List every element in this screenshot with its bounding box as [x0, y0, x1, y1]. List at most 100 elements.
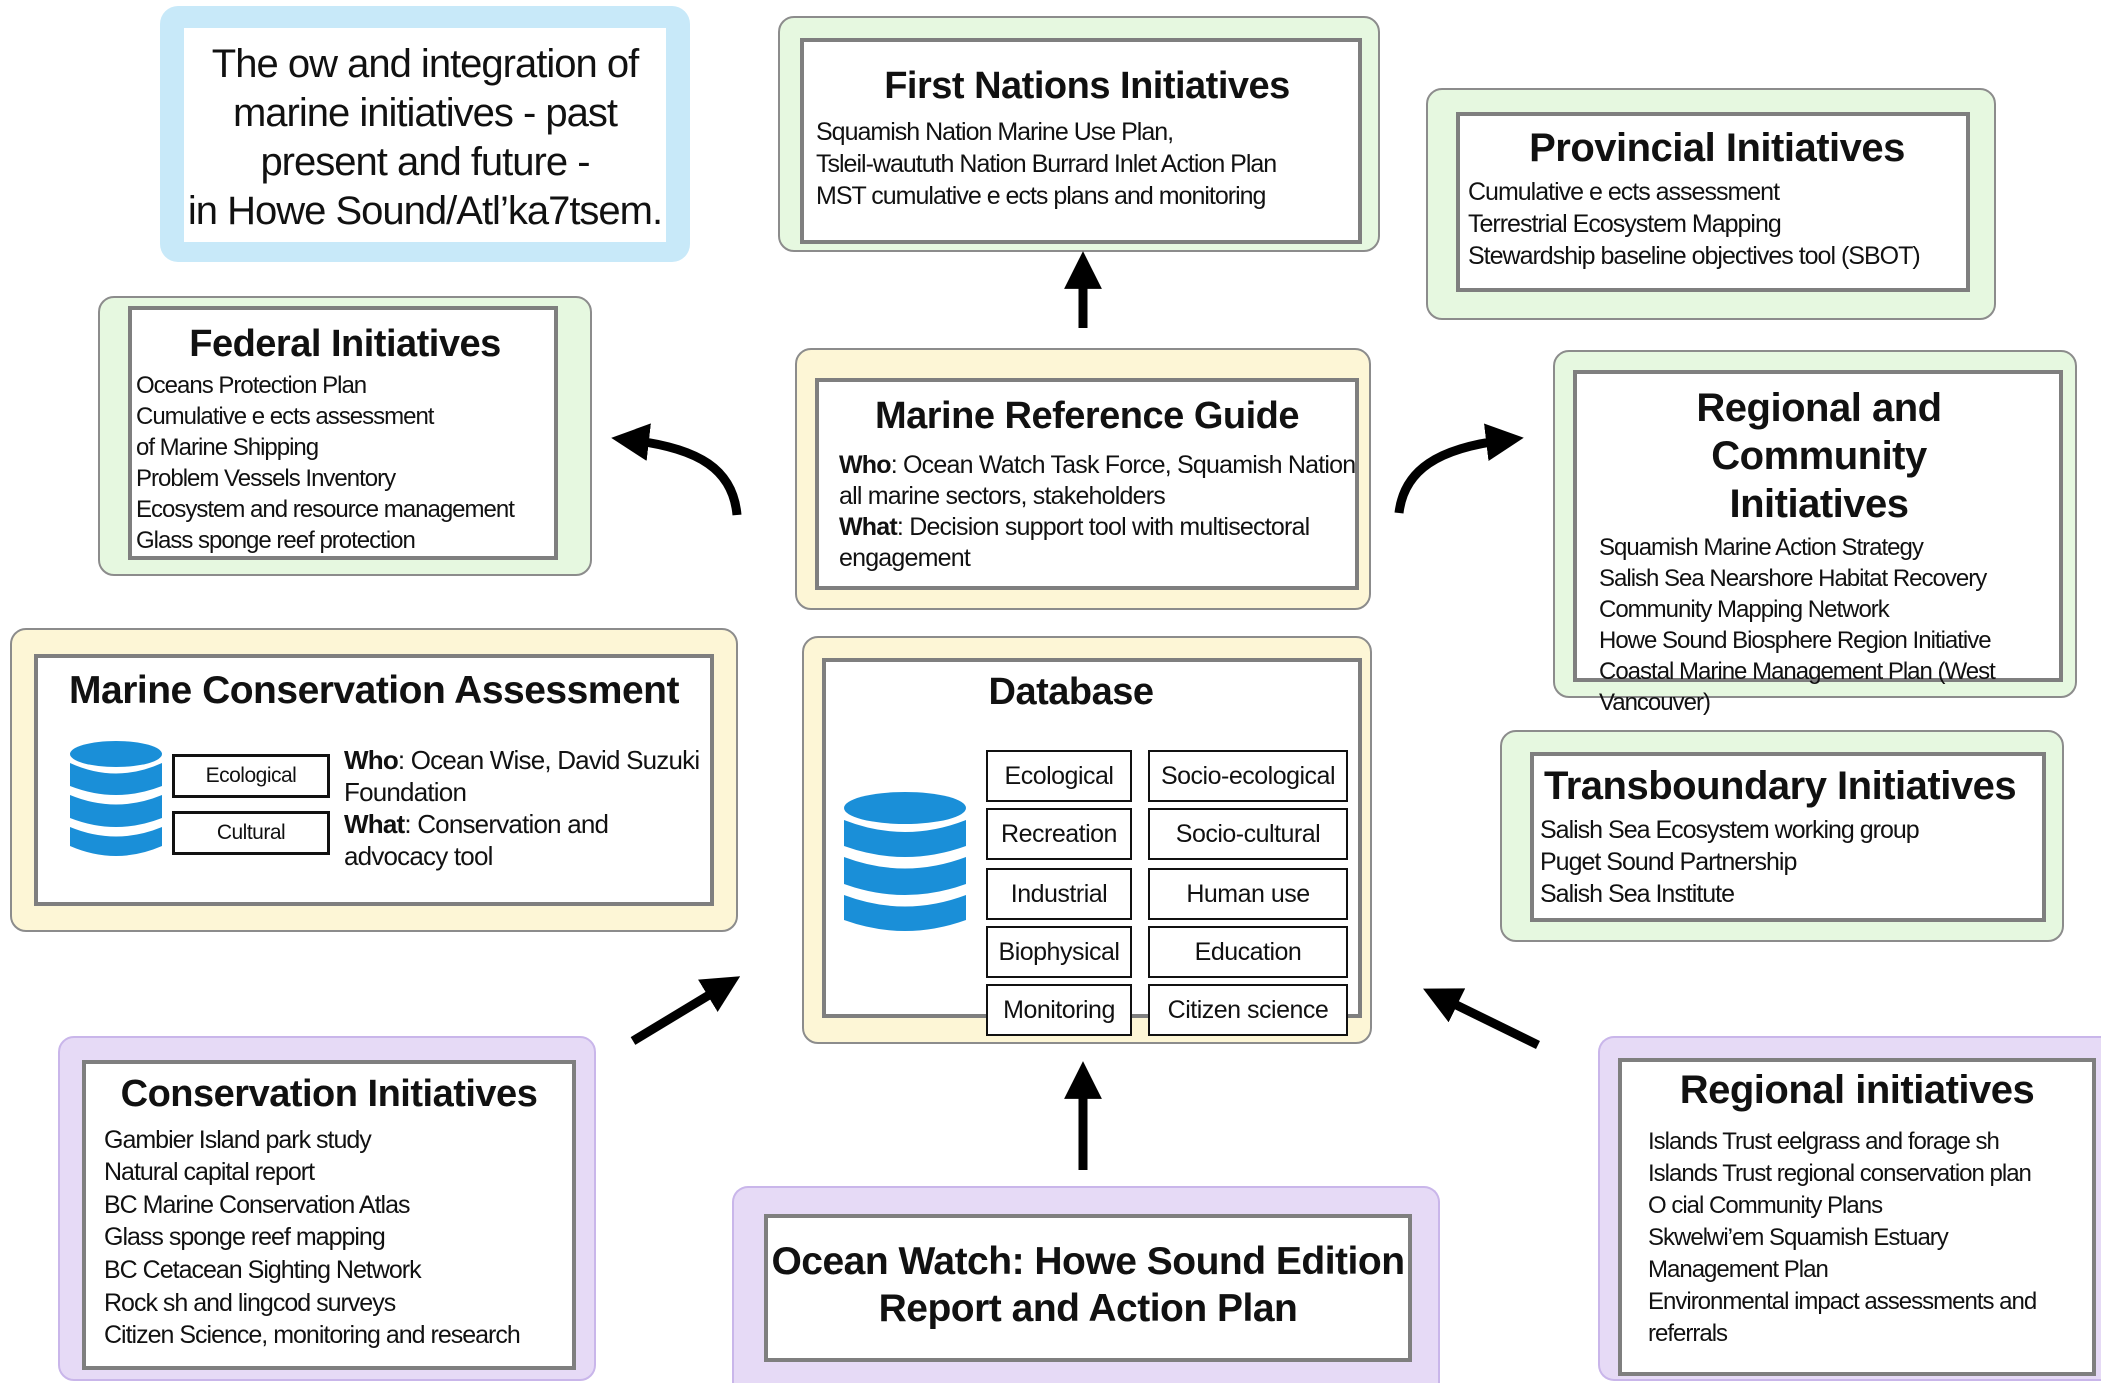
list-item: Problem Vessels Inventory	[136, 464, 396, 492]
tag-ecological: Ecological	[172, 754, 330, 798]
intro-line: The ow and integration of	[211, 42, 639, 86]
list-item: Howe Sound Biosphere Region Initiative	[1599, 627, 1992, 654]
title-line: Initiatives	[1729, 482, 1909, 526]
what-text: : Decision support tool with multisector…	[896, 512, 1310, 541]
ocean-watch-box: Ocean Watch: Howe Sound Edition Report a…	[764, 1214, 1412, 1362]
database-title: Database	[988, 671, 1154, 713]
what-cont: advocacy tool	[344, 841, 493, 871]
list-item: Glass sponge reef protection	[136, 526, 416, 554]
who-text: : Ocean Watch Task Force, Squamish Natio…	[890, 450, 1356, 479]
list-item: Puget Sound Partnership	[1540, 848, 1797, 876]
what-label: What	[839, 512, 898, 541]
regional-community-box: Regional and Community Initiatives Squam…	[1573, 370, 2063, 716]
transboundary-title: Transboundary Initiatives	[1544, 764, 2017, 808]
regional-initiatives-panel: Regional initiatives Islands Trust eelgr…	[1598, 1036, 2101, 1381]
provincial-panel: Provincial Initiatives Cumulative e ects…	[1426, 88, 1996, 320]
list-item: Citizen Science, monitoring and research	[104, 1321, 521, 1350]
federal-panel: Federal Initiatives Oceans Protection Pl…	[98, 296, 592, 576]
list-item: Oceans Protection Plan	[136, 371, 367, 399]
provincial-box: Provincial Initiatives Cumulative e ects…	[1456, 112, 1970, 292]
reference-guide-title: Marine Reference Guide	[874, 395, 1300, 437]
reference-guide-what: What: Decision support tool with multise…	[839, 512, 1355, 543]
conservation-initiatives-list: Gambier Island park study Natural capita…	[104, 1124, 572, 1352]
list-item: Salish Sea Nearshore Habitat Recovery	[1599, 565, 1987, 592]
reference-guide-who: Who: Ocean Watch Task Force, Squamish Na…	[839, 450, 1356, 481]
title-line: Report and Action Plan	[878, 1287, 1298, 1330]
list-item: Vancouver)	[1599, 689, 1711, 716]
list-item: Cumulative e ects assessment	[1468, 178, 1780, 206]
category-biophysical: Biophysical	[986, 926, 1132, 978]
first-nations-title: First Nations Initiatives	[884, 65, 1290, 107]
first-nations-box: First Nations Initiatives Squamish Natio…	[800, 38, 1362, 244]
category-socio-ecological: Socio-ecological	[1148, 750, 1348, 802]
conservation-assessment-panel: Marine Conservation Assessment Ecologica…	[10, 628, 738, 932]
list-item: Coastal Marine Management Plan (West	[1599, 658, 1996, 685]
conservation-initiatives-box: Conservation Initiatives Gambier Island …	[82, 1060, 576, 1370]
category-education: Education	[1148, 926, 1348, 978]
arrow-from-conservation	[630, 976, 741, 1045]
transboundary-panel: Transboundary Initiatives Salish Sea Eco…	[1500, 730, 2064, 942]
list-item: Environmental impact assessments and	[1648, 1288, 2037, 1315]
arrow-from-regional	[1423, 988, 1540, 1050]
federal-box: Federal Initiatives Oceans Protection Pl…	[128, 306, 558, 560]
reference-guide-box: Marine Reference Guide Who: Ocean Watch …	[815, 378, 1359, 590]
list-item: Squamish Marine Action Strategy	[1599, 534, 1924, 561]
regional-initiatives-title: Regional initiatives	[1679, 1068, 2035, 1112]
list-item: O cial Community Plans	[1648, 1192, 1883, 1219]
regional-community-list: Squamish Marine Action Strategy Salish S…	[1599, 532, 2059, 718]
arrow-to-federal	[611, 423, 742, 516]
who-line: Who: Ocean Wise, David Suzuki	[344, 744, 700, 776]
ocean-watch-title: Ocean Watch: Howe Sound Edition Report a…	[768, 1218, 1408, 1332]
category-industrial: Industrial	[986, 868, 1132, 920]
list-item: of Marine Shipping	[136, 433, 319, 461]
list-item: Skwelwi’em Squamish Estuary	[1648, 1224, 1949, 1251]
list-item: Terrestrial Ecosystem Mapping	[1468, 210, 1782, 238]
list-item: Salish Sea Ecosystem working group	[1540, 816, 1920, 844]
list-item: Salish Sea Institute	[1540, 880, 1735, 908]
intro-box: The ow and integration of marine initiat…	[184, 28, 666, 242]
category-human-use: Human use	[1148, 868, 1348, 920]
regional-community-title: Regional and Community Initiatives	[1599, 384, 2059, 528]
conservation-assessment-title: Marine Conservation Assessment	[69, 669, 679, 712]
first-nations-list: Squamish Nation Marine Use Plan, Tsleil-…	[816, 116, 1358, 212]
list-item: Tsleil-waututh Nation Burrard Inlet Acti…	[816, 149, 1277, 178]
list-item: Ecosystem and resource management	[136, 495, 515, 523]
database-icon	[844, 792, 966, 931]
intro-line: in Howe Sound/Atl’ka7tsem.	[187, 189, 663, 233]
transboundary-list: Salish Sea Ecosystem working group Puget…	[1540, 814, 2042, 910]
category-citizen-science: Citizen science	[1148, 984, 1348, 1036]
category-socio-cultural: Socio-cultural	[1148, 808, 1348, 860]
database-icon	[70, 741, 162, 856]
regional-community-panel: Regional and Community Initiatives Squam…	[1553, 350, 2077, 716]
federal-title: Federal Initiatives	[189, 323, 501, 365]
conservation-assessment-details: Who: Ocean Wise, David Suzuki Foundation…	[344, 744, 700, 872]
list-item: BC Marine Conservation Atlas	[104, 1190, 410, 1219]
list-item: Islands Trust regional conservation plan	[1648, 1160, 2032, 1187]
list-item: Islands Trust eelgrass and forage sh	[1648, 1128, 2000, 1155]
conservation-assessment-box: Marine Conservation Assessment Ecologica…	[34, 654, 714, 906]
title-line: Regional and Community	[1696, 386, 1942, 478]
provincial-list: Cumulative e ects assessment Terrestrial…	[1468, 176, 1966, 272]
conservation-initiatives-title: Conservation Initiatives	[120, 1073, 538, 1115]
who-label: Who	[344, 745, 399, 775]
tag-cultural: Cultural	[172, 811, 330, 855]
list-item: BC Cetacean Sighting Network	[104, 1255, 422, 1284]
category-recreation: Recreation	[986, 808, 1132, 860]
list-item: Glass sponge reef mapping	[104, 1223, 386, 1252]
reference-guide-what-cont: engagement	[839, 543, 971, 572]
database-box: Database Ecological Socio-ecological Rec…	[822, 658, 1362, 1036]
who-label: Who	[839, 450, 892, 479]
list-item: Community Mapping Network	[1599, 596, 1890, 623]
list-item: Natural capital report	[104, 1158, 315, 1187]
category-ecological: Ecological	[986, 750, 1132, 802]
database-panel: Database Ecological Socio-ecological Rec…	[802, 636, 1372, 1044]
intro-panel: The ow and integration of marine initiat…	[160, 6, 690, 262]
what-label: What	[344, 809, 405, 839]
what-line: What: Conservation and	[344, 808, 699, 840]
who-text: : Ocean Wise, David Suzuki	[397, 745, 700, 775]
ocean-watch-panel: Ocean Watch: Howe Sound Edition Report a…	[732, 1186, 1440, 1383]
category-monitoring: Monitoring	[986, 984, 1132, 1036]
list-item: MST cumulative e ects plans and monitori…	[816, 181, 1266, 210]
intro-text: The ow and integration of marine initiat…	[184, 28, 666, 236]
